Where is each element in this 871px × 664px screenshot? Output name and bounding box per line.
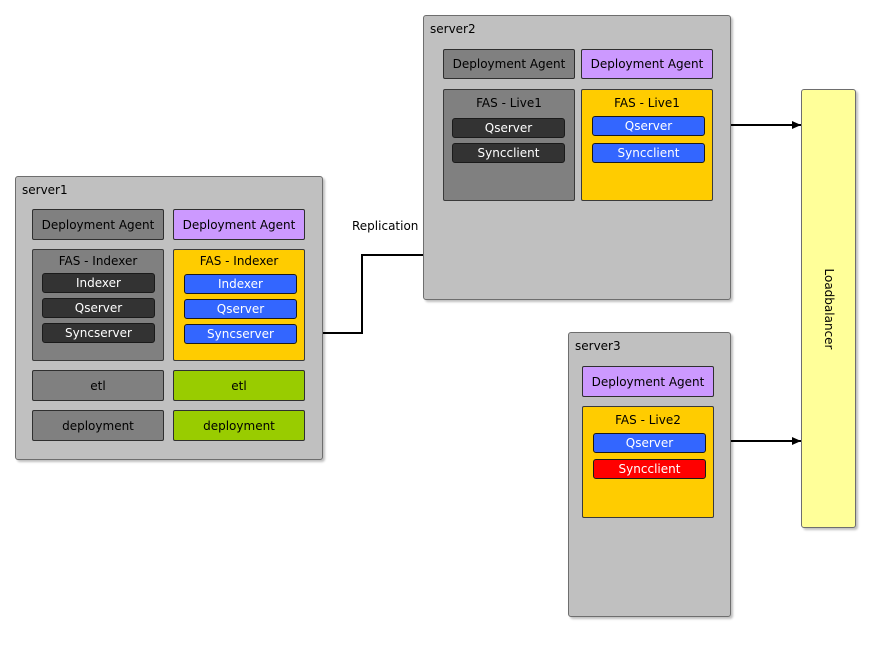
server2-box: server2 Deployment Agent Deployment Agen… <box>423 15 731 300</box>
server1-deployment-active: deployment <box>173 410 305 441</box>
service-syncserver: Syncserver <box>184 324 297 344</box>
server1-label: server1 <box>22 183 68 197</box>
service-syncclient-error: Syncclient <box>593 459 706 479</box>
server2-fas-live1-inactive: FAS - Live1 Qserver Syncclient <box>443 89 575 201</box>
server3-fas-live2-active: FAS - Live2 Qserver Syncclient <box>582 406 714 518</box>
service-syncclient: Syncclient <box>452 143 565 163</box>
service-indexer: Indexer <box>42 273 155 293</box>
server2-agent-inactive: Deployment Agent <box>443 49 575 79</box>
fas-title: FAS - Live1 <box>614 96 680 110</box>
server1-etl-inactive: etl <box>32 370 164 401</box>
service-qserver: Qserver <box>592 116 705 136</box>
server2-label: server2 <box>430 22 476 36</box>
service-qserver: Qserver <box>452 118 565 138</box>
service-qserver: Qserver <box>184 299 297 319</box>
server3-label: server3 <box>575 339 621 353</box>
fas-title: FAS - Live1 <box>476 96 542 110</box>
server3-agent-active: Deployment Agent <box>582 366 714 397</box>
loadbalancer-box: Loadbalancer <box>801 89 856 528</box>
loadbalancer-label: Loadbalancer <box>821 268 836 349</box>
server1-etl-active: etl <box>173 370 305 401</box>
server1-fas-indexer-active: FAS - Indexer Indexer Qserver Syncserver <box>173 249 305 361</box>
server1-agent-active: Deployment Agent <box>173 209 305 240</box>
server2-agent-active: Deployment Agent <box>581 49 713 79</box>
replication-label: Replication <box>352 219 419 233</box>
service-qserver: Qserver <box>593 433 706 453</box>
service-qserver: Qserver <box>42 298 155 318</box>
server1-fas-indexer-inactive: FAS - Indexer Indexer Qserver Syncserver <box>32 249 164 361</box>
server1-box: server1 Deployment Agent Deployment Agen… <box>15 176 323 460</box>
server3-box: server3 Deployment Agent FAS - Live2 Qse… <box>568 332 731 617</box>
service-indexer: Indexer <box>184 274 297 294</box>
fas-title: FAS - Indexer <box>58 254 138 268</box>
fas-title: FAS - Live2 <box>615 413 681 427</box>
service-syncclient: Syncclient <box>592 143 705 163</box>
server1-agent-inactive: Deployment Agent <box>32 209 164 240</box>
server1-deployment-inactive: deployment <box>32 410 164 441</box>
service-syncserver: Syncserver <box>42 323 155 343</box>
fas-title: FAS - Indexer <box>199 254 279 268</box>
server2-fas-live1-active: FAS - Live1 Qserver Syncclient <box>581 89 713 201</box>
